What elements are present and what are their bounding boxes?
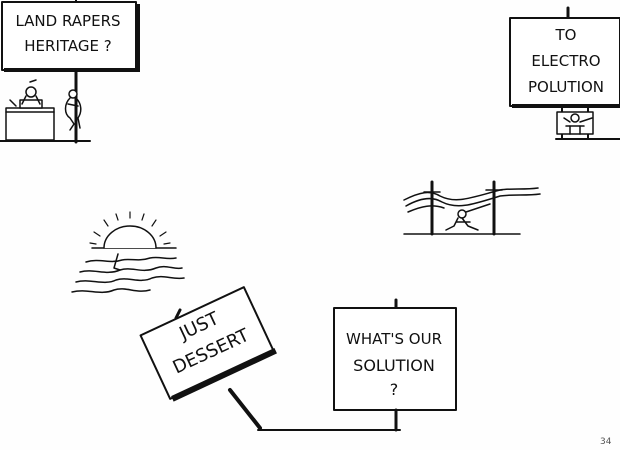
sunset-drawing <box>71 211 185 294</box>
electro-polution-sign <box>509 6 620 140</box>
solution-sign-line2: SOLUTION <box>353 356 435 375</box>
land-rapers-sign <box>0 0 140 144</box>
power-lines-drawing <box>403 180 541 236</box>
pole-climber-drawing <box>64 89 82 131</box>
land-sign-line2: HERITAGE ? <box>24 37 112 55</box>
electro-sign-line1: TO <box>555 26 577 44</box>
page-number: 34 <box>600 437 612 447</box>
desk-figure-drawing <box>5 79 55 141</box>
solution-sign-line1: WHAT'S OUR <box>346 330 442 348</box>
solution-sign <box>257 298 457 432</box>
electro-sign-line2: ELECTRO <box>531 52 601 70</box>
just-dessert-sign <box>139 286 277 430</box>
electro-sign-line3: POLUTION <box>527 78 605 96</box>
window-figure-drawing <box>556 111 594 135</box>
solution-sign-line3: ? <box>389 380 399 399</box>
land-sign-line1: LAND RAPERS <box>15 12 121 30</box>
